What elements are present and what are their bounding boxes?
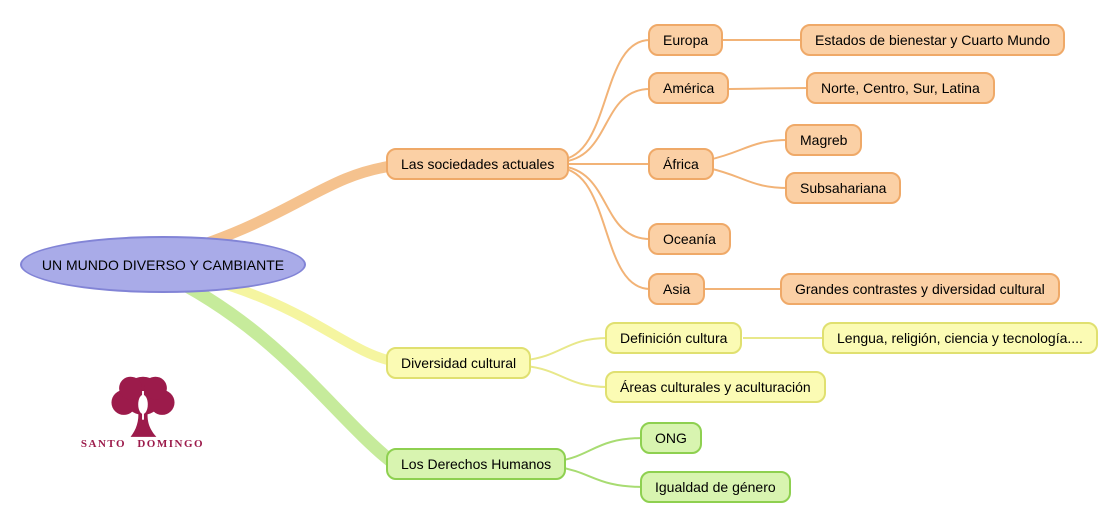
node-europa-detail[interactable]: Estados de bienestar y Cuarto Mundo xyxy=(800,24,1066,56)
node-europa-label: Europa xyxy=(663,32,709,48)
node-definicion-cultura[interactable]: Definición cultura xyxy=(605,322,743,354)
connector-diversidad-definicion xyxy=(525,337,609,361)
node-diversidad-cultural[interactable]: Diversidad cultural xyxy=(386,347,532,379)
node-sociedades-actuales-label: Las sociedades actuales xyxy=(401,156,555,172)
node-igualdad-genero[interactable]: Igualdad de género xyxy=(640,471,791,503)
node-subsahariana-label: Subsahariana xyxy=(800,180,887,196)
connector-africa-subsahariana xyxy=(707,167,790,189)
node-america[interactable]: América xyxy=(648,72,730,104)
node-asia[interactable]: Asia xyxy=(648,273,706,305)
node-america-label: América xyxy=(663,80,715,96)
node-root-label: UN MUNDO DIVERSO Y CAMBIANTE xyxy=(41,256,285,273)
connector-america-detail xyxy=(721,87,811,90)
santo-domingo-logo-text: SANTO DOMINGO xyxy=(80,438,205,450)
node-europa-detail-label: Estados de bienestar y Cuarto Mundo xyxy=(815,32,1051,48)
node-areas-culturales[interactable]: Áreas culturales y aculturación xyxy=(605,371,826,403)
connector-derechos-igualdad xyxy=(557,466,645,488)
node-oceania-label: Oceanía xyxy=(663,231,716,247)
node-definicion-detail-label: Lengua, religión, ciencia y tecnología..… xyxy=(837,330,1083,346)
santo-domingo-tree-icon xyxy=(111,376,175,437)
node-asia-detail-label: Grandes contrastes y diversidad cultural xyxy=(795,281,1045,297)
connector-africa-magreb xyxy=(707,139,790,161)
connector-derechos-ong xyxy=(557,437,645,462)
node-definicion-detail[interactable]: Lengua, religión, ciencia y tecnología..… xyxy=(822,322,1098,354)
node-diversidad-cultural-label: Diversidad cultural xyxy=(401,355,517,371)
node-sociedades-actuales[interactable]: Las sociedades actuales xyxy=(386,148,570,180)
node-derechos-humanos-label: Los Derechos Humanos xyxy=(401,456,552,472)
node-asia-label: Asia xyxy=(663,281,691,297)
node-derechos-humanos[interactable]: Los Derechos Humanos xyxy=(386,448,567,480)
connector-sociedades-asia xyxy=(559,167,651,290)
node-america-detail-label: Norte, Centro, Sur, Latina xyxy=(821,80,980,96)
node-magreb-label: Magreb xyxy=(800,132,848,148)
node-subsahariana[interactable]: Subsahariana xyxy=(785,172,902,204)
connector-diversidad-areas xyxy=(525,365,609,388)
connector-sociedades-america xyxy=(559,88,651,163)
node-europa[interactable]: Europa xyxy=(648,24,724,56)
node-asia-detail[interactable]: Grandes contrastes y diversidad cultural xyxy=(780,273,1060,305)
node-oceania[interactable]: Oceanía xyxy=(648,223,731,255)
node-magreb[interactable]: Magreb xyxy=(785,124,863,156)
node-areas-culturales-label: Áreas culturales y aculturación xyxy=(620,379,811,395)
node-america-detail[interactable]: Norte, Centro, Sur, Latina xyxy=(806,72,995,104)
node-root[interactable]: UN MUNDO DIVERSO Y CAMBIANTE xyxy=(20,236,306,293)
node-definicion-cultura-label: Definición cultura xyxy=(620,330,728,346)
node-africa-label: África xyxy=(663,156,699,172)
branch-line-derechos xyxy=(153,265,399,469)
node-igualdad-genero-label: Igualdad de género xyxy=(655,479,776,495)
connector-sociedades-europa xyxy=(559,39,651,161)
node-ong[interactable]: ONG xyxy=(640,422,702,454)
node-ong-label: ONG xyxy=(655,430,687,446)
connector-sociedades-oceania xyxy=(559,165,651,240)
node-africa[interactable]: África xyxy=(648,148,714,180)
